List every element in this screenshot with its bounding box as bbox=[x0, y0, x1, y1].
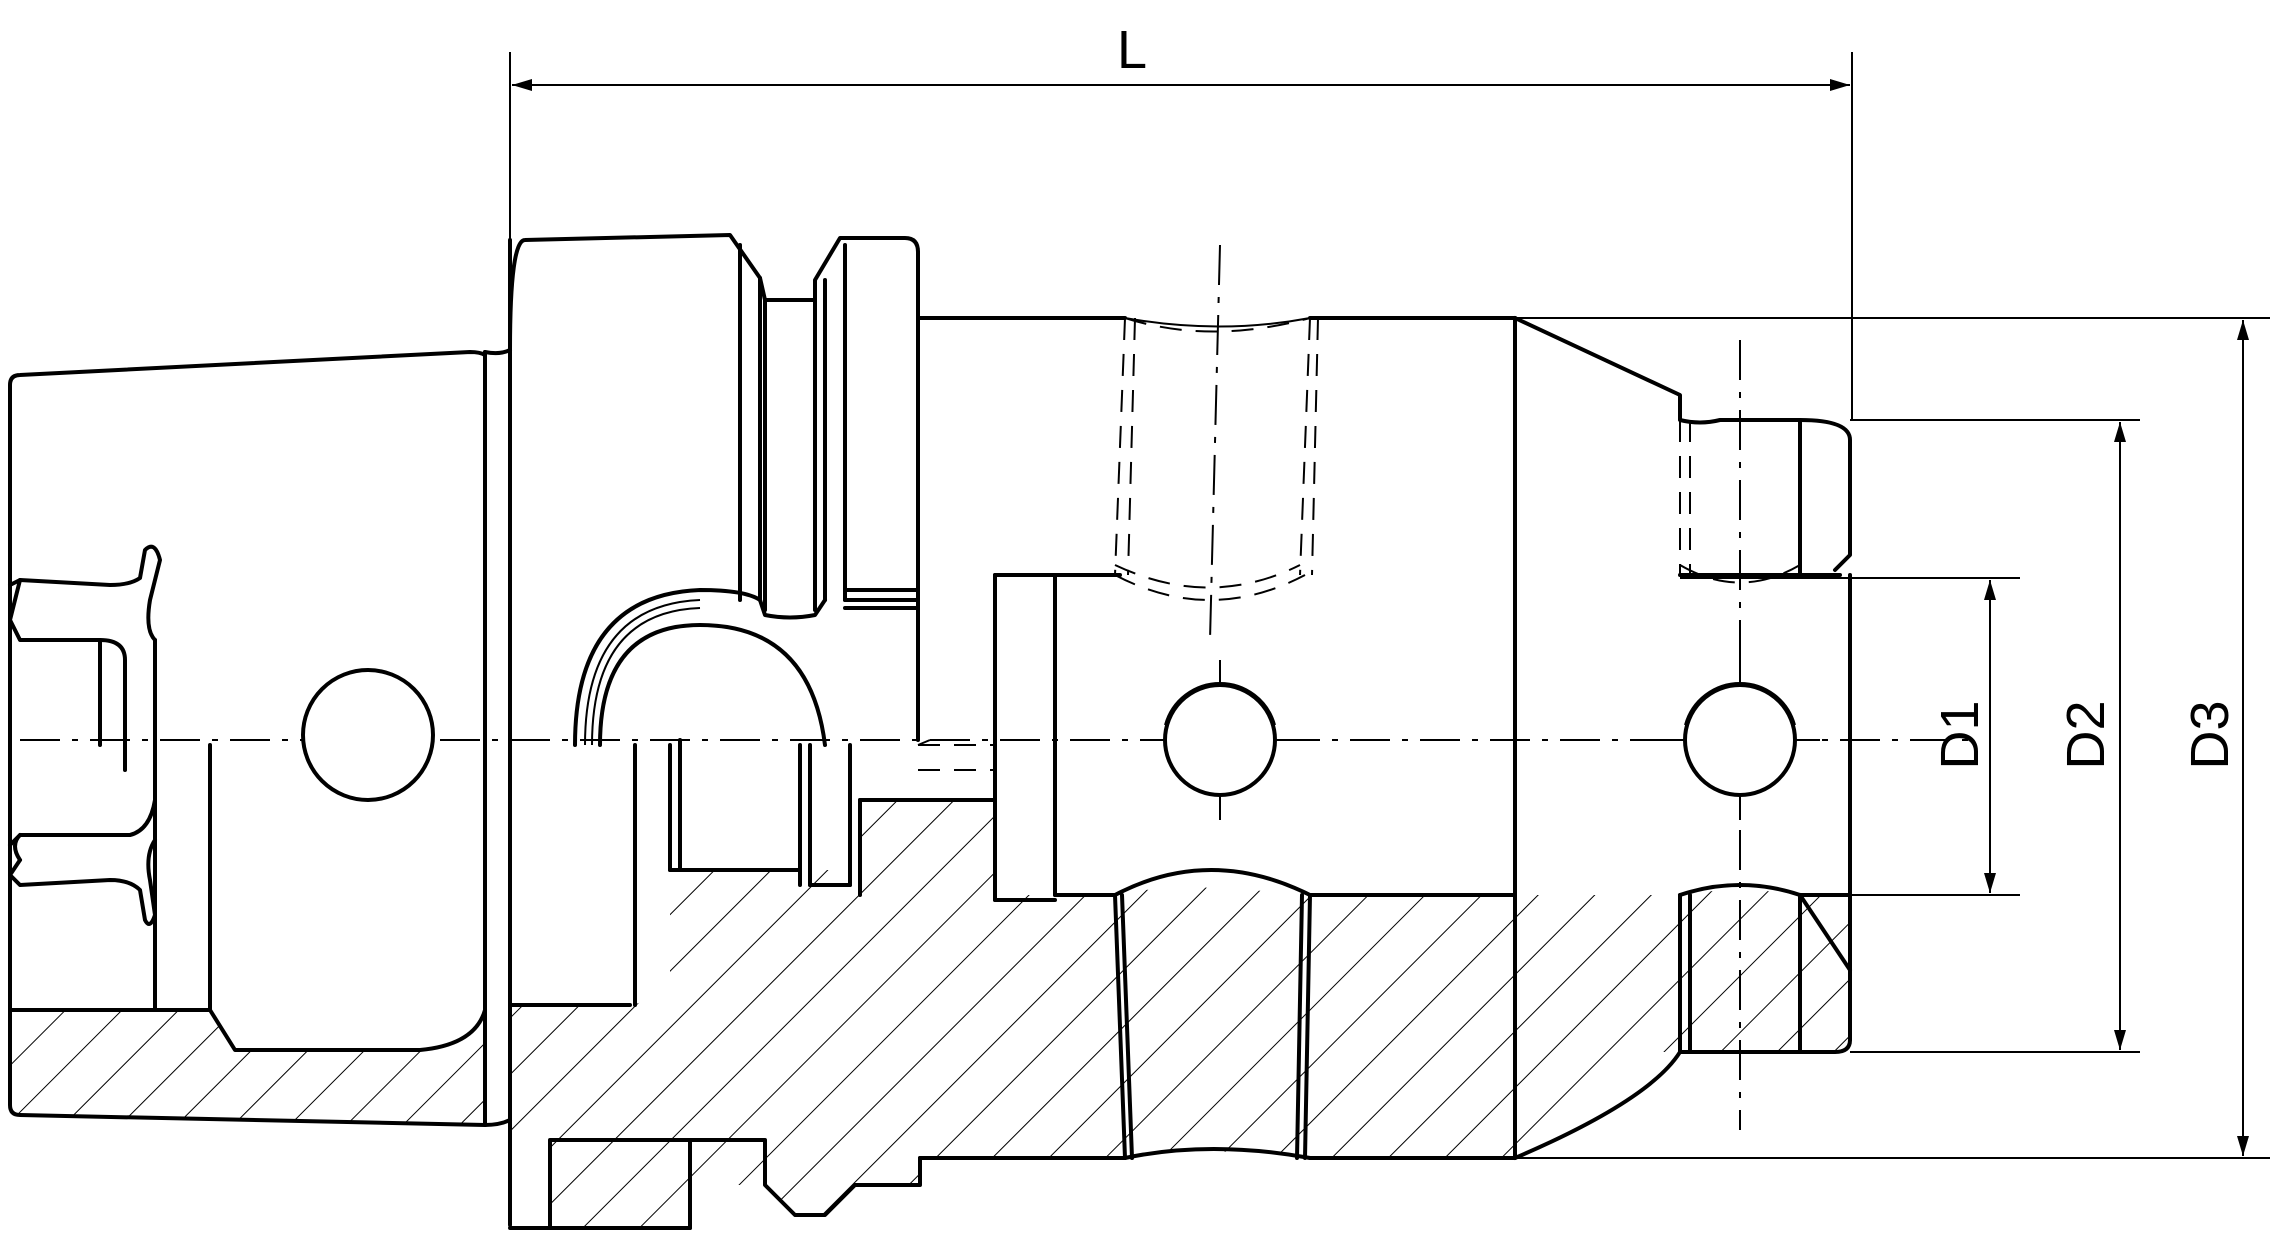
flange-outline bbox=[508, 233, 920, 352]
length-label: L bbox=[1117, 20, 1147, 80]
d2-label: D2 bbox=[2056, 700, 2116, 769]
dimensions: L D1 D2 D3 bbox=[509, 20, 2270, 1159]
d3-label: D3 bbox=[2180, 700, 2240, 769]
holes bbox=[301, 668, 1797, 802]
screw-hole-section bbox=[1113, 868, 1312, 897]
d1-label: D1 bbox=[1930, 700, 1990, 769]
drive-slot-top bbox=[8, 544, 162, 847]
clamp-screw-hole-2 bbox=[1683, 683, 1797, 797]
section-hatching bbox=[10, 800, 1850, 1228]
holder-outline bbox=[8, 233, 1852, 1230]
drive-hole bbox=[301, 668, 435, 802]
internal-arc bbox=[598, 623, 827, 747]
taper-shank-outline bbox=[8, 350, 487, 1127]
hidden-lines bbox=[917, 317, 1801, 900]
clamp-screw-hole-1 bbox=[1163, 683, 1277, 797]
